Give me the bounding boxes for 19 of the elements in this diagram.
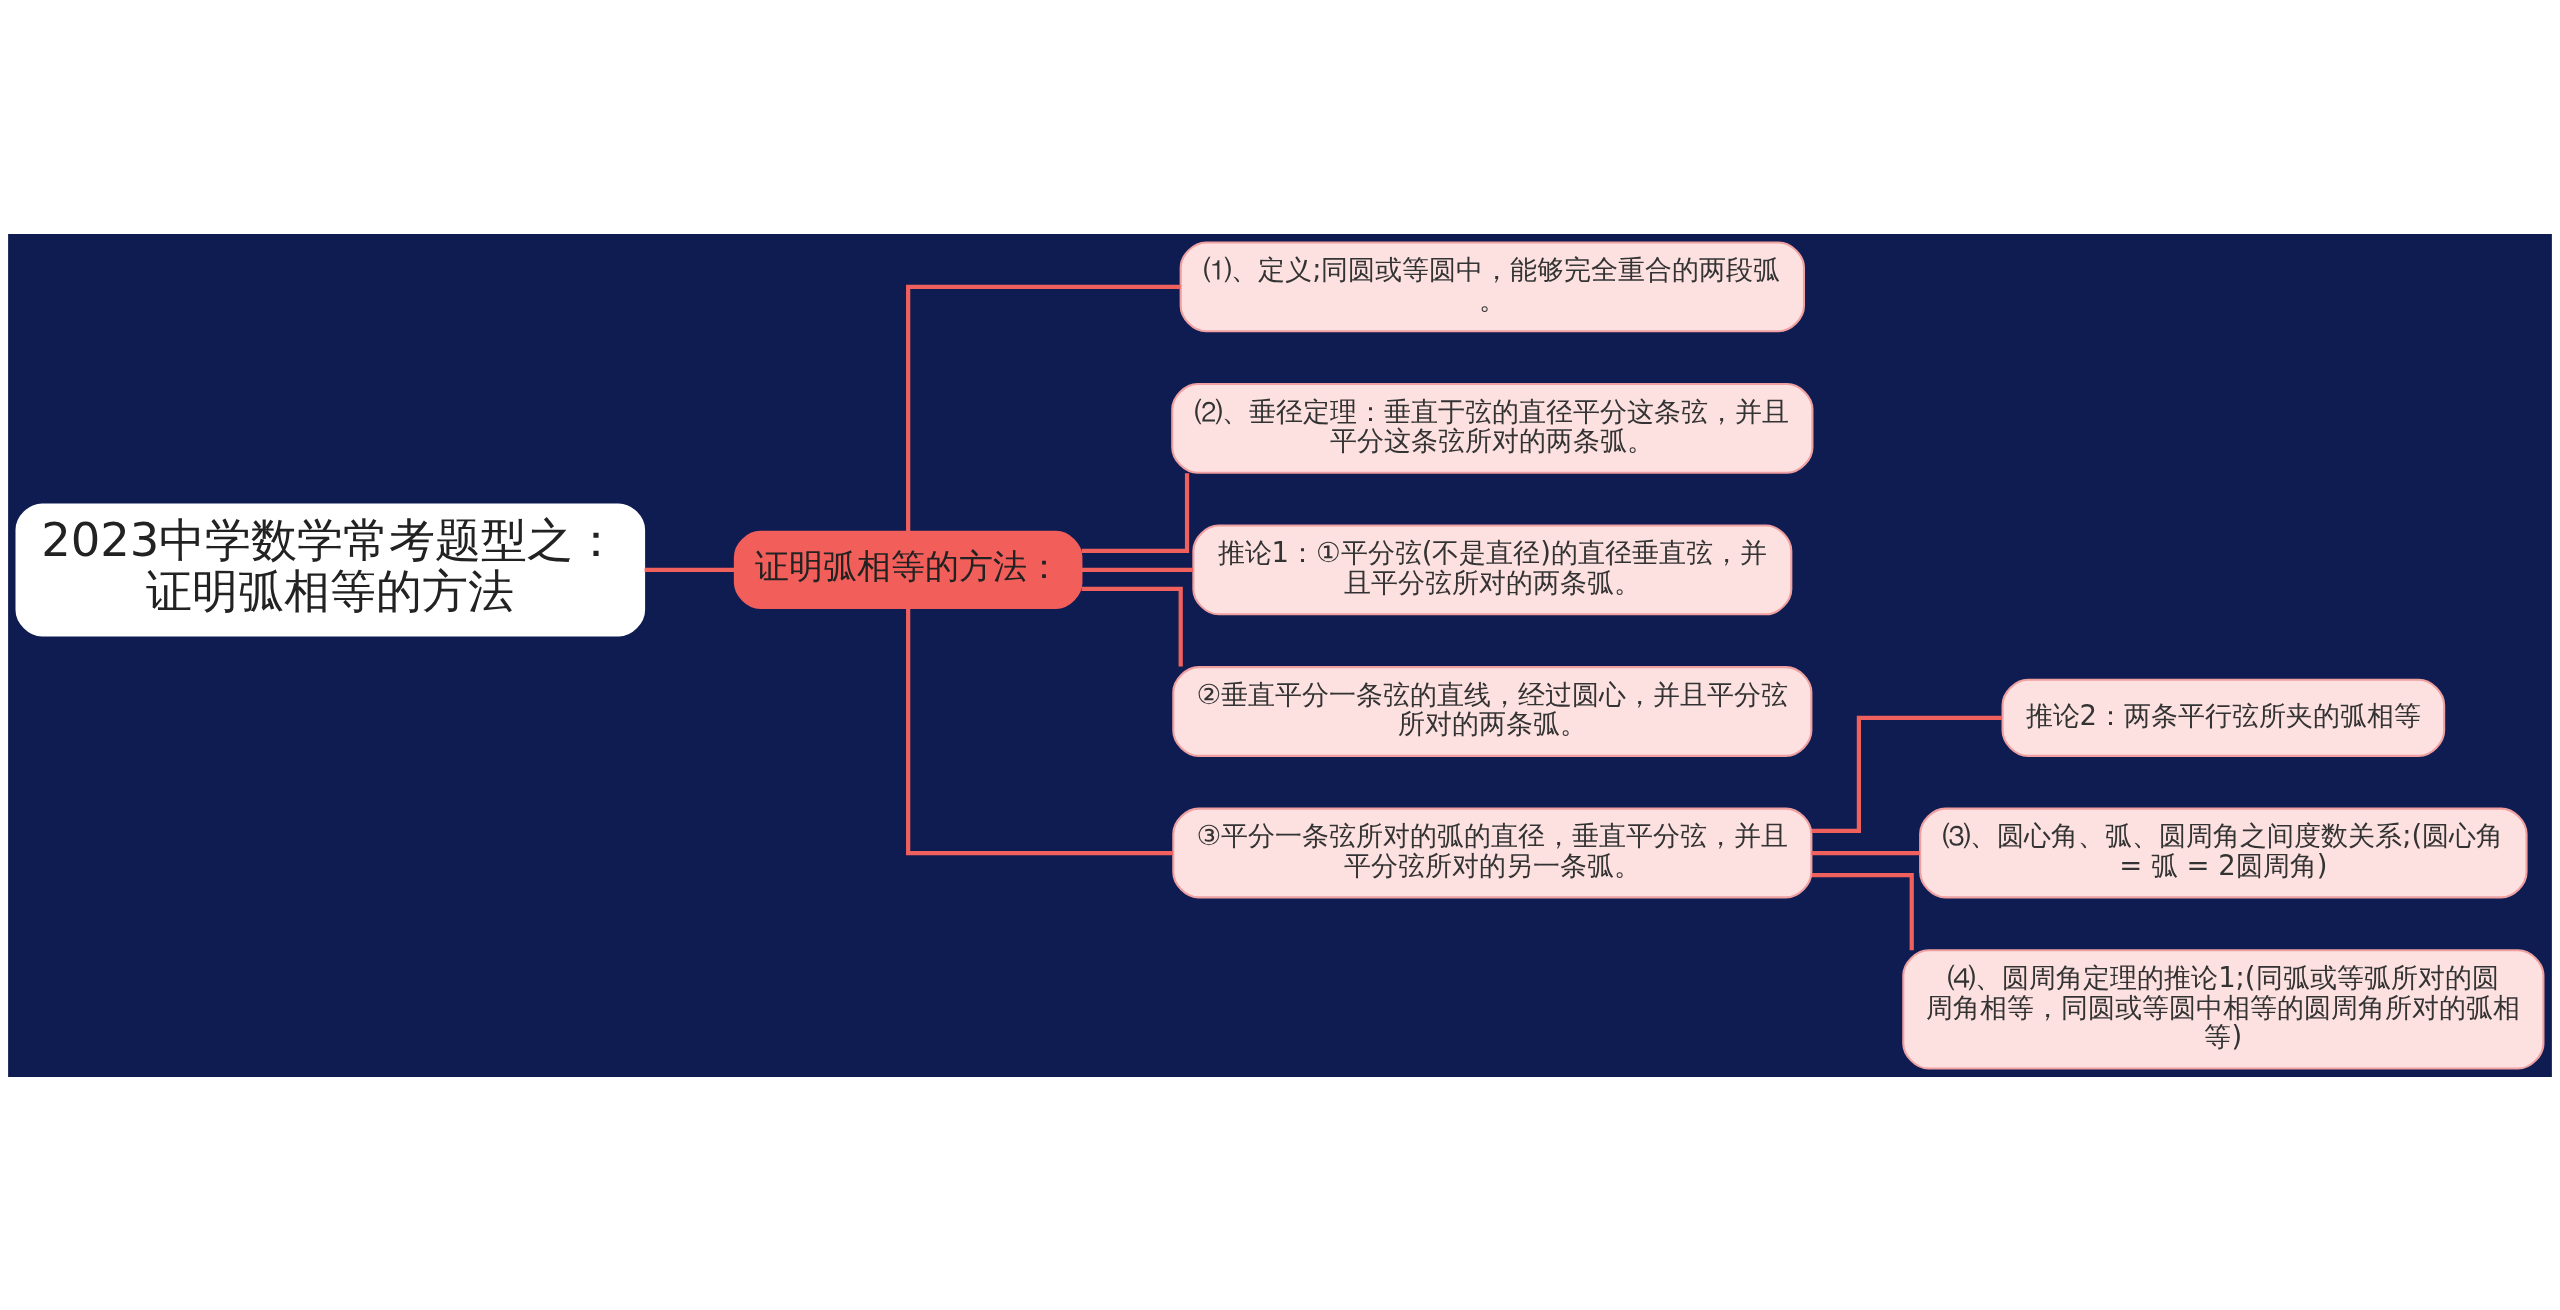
connector — [906, 284, 1181, 532]
node-box: 推论1：①平分弦(不是直径)的直径垂直弦，并且平分弦所对的两条弧。 — [1192, 524, 1793, 615]
connector — [1081, 586, 1183, 667]
node-box: ⑶、圆心角、弧、圆周角之间度数关系;(圆心角 = 弧 = 2圆周角) — [1919, 807, 2528, 898]
connector — [1811, 872, 1914, 950]
node-box: 2023中学数学常考题型之：证明弧相等的方法 — [15, 502, 646, 636]
node-box: ⑵、垂径定理：垂直于弦的直径平分这条弦，并且平分这条弦所对的两条弧。 — [1171, 382, 1814, 474]
connector — [1811, 715, 2002, 833]
connector — [906, 607, 1173, 855]
node-box: 推论2：两条平行弦所夹的弧相等 — [2001, 678, 2446, 757]
node-box: 证明弧相等的方法： — [733, 530, 1083, 609]
connector — [1081, 472, 1190, 553]
node-box: ⑷、圆周角定理的推论1;(同弧或等弧所对的圆周角相等，同圆或等圆中相等的圆周角所对的弧相等) — [1902, 948, 2545, 1070]
node-box: ③平分一条弦所对的弧的直径，垂直平分弦，并且平分弦所对的另一条弧。 — [1172, 807, 1813, 898]
connector — [1081, 567, 1193, 572]
node-box: ⑴、定义;同圆或等圆中，能够完全重合的两段弧。 — [1179, 240, 1806, 332]
connector — [644, 567, 735, 572]
connector — [1811, 850, 1920, 855]
node-box: ②垂直平分一条弦的直线，经过圆心，并且平分弦所对的两条弧。 — [1172, 665, 1813, 757]
